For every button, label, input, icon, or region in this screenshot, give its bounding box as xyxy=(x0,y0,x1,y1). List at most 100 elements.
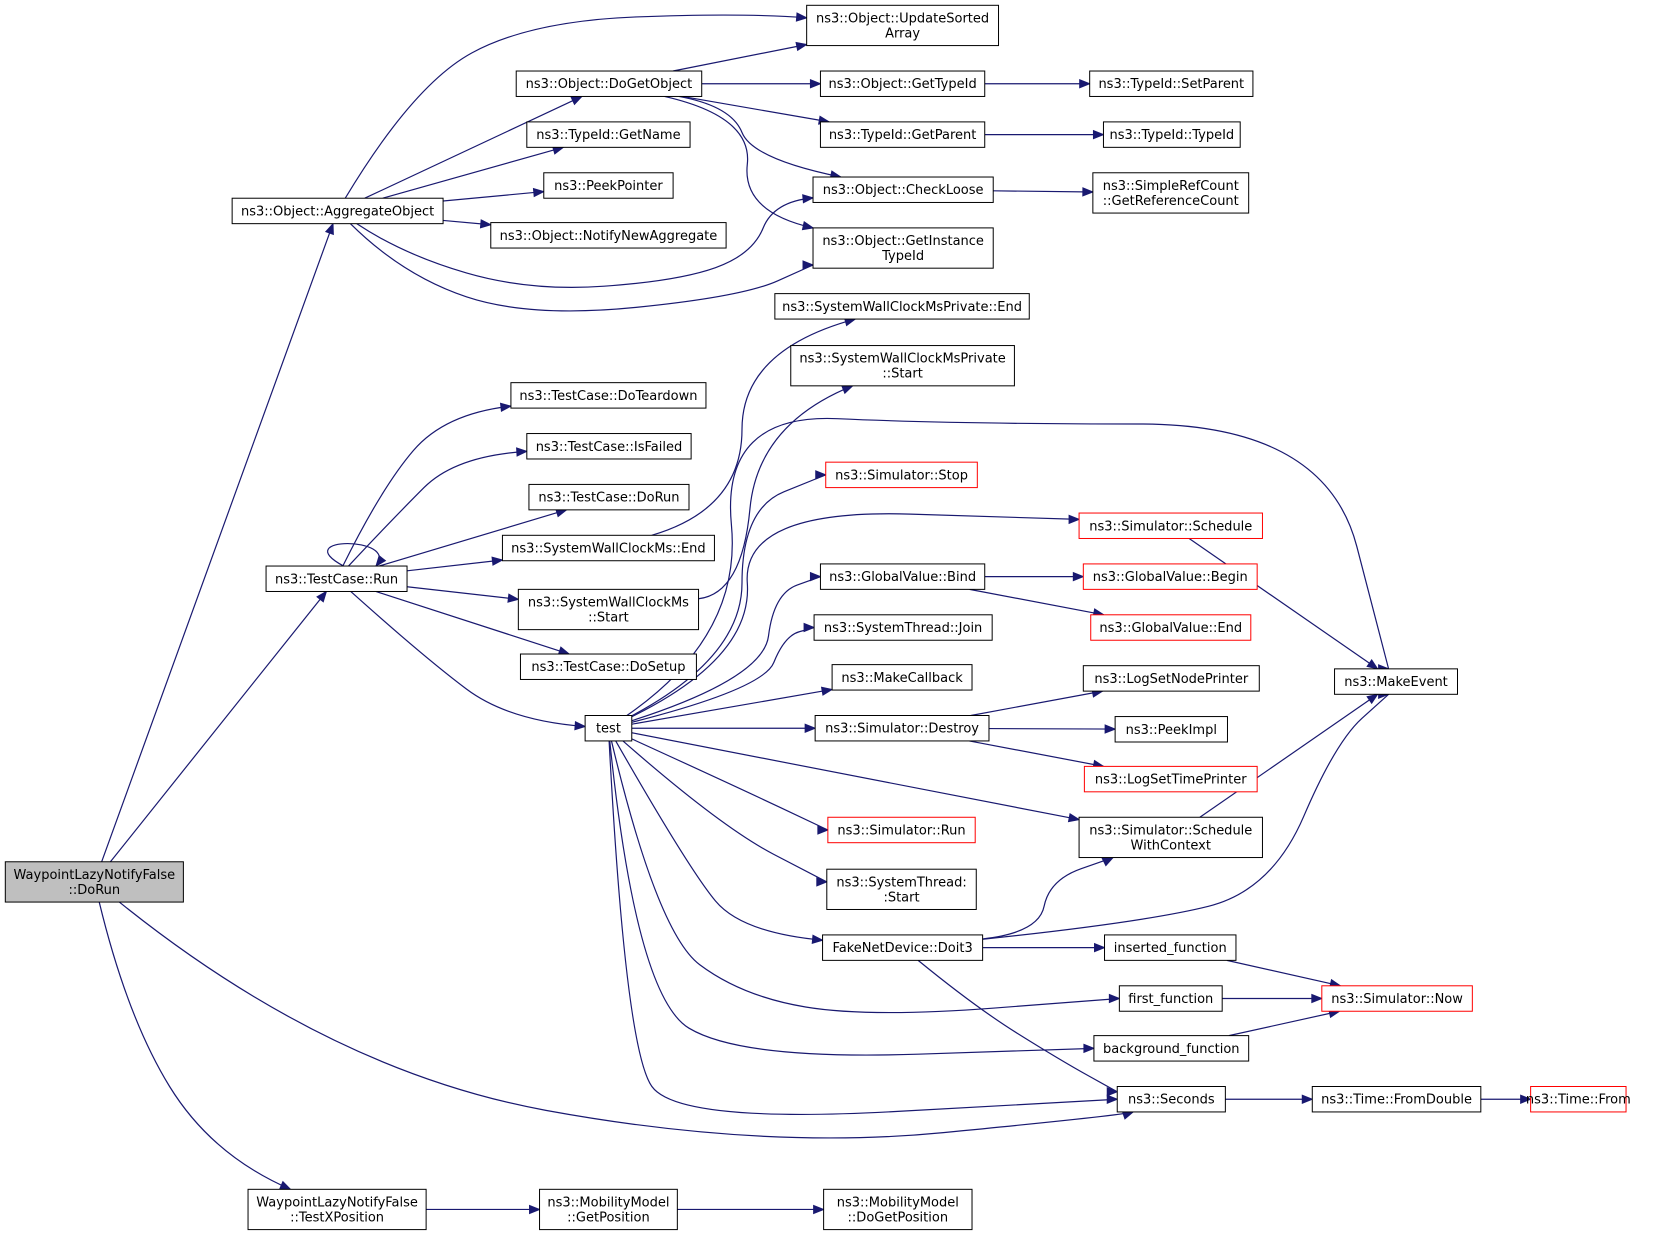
node-background[interactable]: background_function xyxy=(1093,1035,1250,1062)
node-getname[interactable]: ns3::TypeId::GetName xyxy=(526,121,691,148)
node-label: ns3::Object::DoGetObject xyxy=(526,77,693,92)
arrowhead-icon xyxy=(1106,1094,1119,1104)
node-getrefcount[interactable]: ns3::SimpleRefCount::GetReferenceCount xyxy=(1092,172,1250,214)
node-swcpstart[interactable]: ns3::SystemWallClockMsPrivate::Start xyxy=(790,345,1015,387)
node-makeevent[interactable]: ns3::MakeEvent xyxy=(1334,668,1459,695)
edge-line xyxy=(382,146,564,199)
node-checkloose[interactable]: ns3::Object::CheckLoose xyxy=(812,176,994,203)
node-box xyxy=(819,563,986,590)
node-logsetnode[interactable]: ns3::LogSetNodePrinter xyxy=(1082,665,1260,692)
node-label: ns3::MakeEvent xyxy=(1344,675,1448,690)
node-label: ns3::Object::AggregateObject xyxy=(241,204,434,219)
edge-test-to-ststart xyxy=(622,740,829,887)
node-box xyxy=(1321,985,1473,1012)
node-getpos[interactable]: ns3::MobilityModel::GetPosition xyxy=(539,1188,678,1231)
edge-gvbind-to-gvend xyxy=(969,588,1106,618)
node-label: ns3::SystemThread: xyxy=(836,875,966,890)
node-label: ns3::SimpleRefCount xyxy=(1103,179,1239,194)
node-doit3[interactable]: FakeNetDevice::Doit3 xyxy=(822,934,984,961)
arrowhead-icon xyxy=(375,554,387,568)
node-peekptr[interactable]: ns3::PeekPointer xyxy=(543,172,674,199)
node-tcdorun[interactable]: ns3::TestCase::DoRun xyxy=(528,483,690,511)
edge-dogetobj-to-getparent xyxy=(682,95,831,125)
node-gettypeid[interactable]: ns3::Object::GetTypeId xyxy=(819,70,986,97)
node-box xyxy=(526,121,691,148)
edge-tcrun-to-swcstart xyxy=(406,586,520,603)
node-getparent[interactable]: ns3::TypeId::GetParent xyxy=(819,121,986,148)
edge-simdestroy-to-peekimpl xyxy=(988,724,1117,734)
node-dogetpos[interactable]: ns3::MobilityModel::DoGetPosition xyxy=(823,1188,973,1231)
edge-line xyxy=(970,690,1103,717)
node-simsched[interactable]: ns3::Simulator::Schedule xyxy=(1078,512,1263,539)
node-swcpend[interactable]: ns3::SystemWallClockMsPrivate::End xyxy=(774,293,1030,320)
edge-line xyxy=(378,509,567,567)
node-tcsetup[interactable]: ns3::TestCase::DoSetup xyxy=(519,653,697,680)
edge-root-to-testx xyxy=(98,901,292,1190)
node-makecb[interactable]: ns3::MakeCallback xyxy=(831,664,973,691)
edge-aggregate-to-checkloose xyxy=(356,194,815,288)
node-simdestroy[interactable]: ns3::Simulator::Destroy xyxy=(814,715,990,742)
node-inserted[interactable]: inserted_function xyxy=(1104,934,1237,961)
node-gvbind[interactable]: ns3::GlobalValue::Bind xyxy=(819,563,986,590)
node-box xyxy=(501,534,715,562)
node-ststart[interactable]: ns3::SystemThread::Start xyxy=(826,868,977,910)
node-box xyxy=(1311,1086,1482,1113)
edge-test-to-simdestroy xyxy=(631,723,817,733)
node-isfailed[interactable]: ns3::TestCase::IsFailed xyxy=(526,433,692,460)
edge-line xyxy=(682,95,830,123)
edge-line xyxy=(375,590,570,655)
node-stjoin[interactable]: ns3::SystemThread::Join xyxy=(813,614,993,641)
node-timefrom[interactable]: ns3::Time::From xyxy=(1526,1086,1631,1113)
arrowhead-icon xyxy=(491,556,504,566)
node-label: test xyxy=(596,722,621,737)
node-notifynew[interactable]: ns3::Object::NotifyNewAggregate xyxy=(490,222,727,249)
edge-line xyxy=(350,591,586,728)
edge-line xyxy=(631,732,1080,821)
arrowhead-icon xyxy=(499,402,513,413)
node-typeid[interactable]: ns3::TypeId::TypeId xyxy=(1102,121,1241,148)
node-simnow[interactable]: ns3::Simulator::Now xyxy=(1321,985,1473,1012)
node-box xyxy=(812,176,994,203)
node-tcrun[interactable]: ns3::TestCase::Run xyxy=(265,565,408,592)
node-teardown[interactable]: ns3::TestCase::DoTeardown xyxy=(510,382,707,409)
node-root[interactable]: WaypointLazyNotifyFalse::DoRun xyxy=(4,861,184,903)
node-testx[interactable]: WaypointLazyNotifyFalse::TestXPosition xyxy=(247,1188,427,1231)
node-logsettime[interactable]: ns3::LogSetTimePrinter xyxy=(1083,765,1258,793)
nodes-layer: WaypointLazyNotifyFalse::DoRun ns3::Objec… xyxy=(4,4,1631,1231)
arrowhead-icon xyxy=(795,41,808,52)
node-box xyxy=(826,868,977,910)
edge-test-to-seconds xyxy=(608,740,1119,1116)
edge-testx-to-getpos xyxy=(426,1204,541,1215)
node-gvend[interactable]: ns3::GlobalValue::End xyxy=(1090,614,1252,641)
node-box xyxy=(1092,172,1250,214)
node-gvbegin[interactable]: ns3::GlobalValue::Begin xyxy=(1082,563,1258,590)
node-simrun[interactable]: ns3::Simulator::Run xyxy=(827,816,976,844)
node-seconds[interactable]: ns3::Seconds xyxy=(1116,1086,1226,1113)
node-fromdouble[interactable]: ns3::Time::FromDouble xyxy=(1311,1086,1482,1113)
node-simstop[interactable]: ns3::Simulator::Stop xyxy=(825,461,978,489)
node-first[interactable]: first_function xyxy=(1118,985,1223,1012)
node-box xyxy=(490,222,727,249)
edge-line xyxy=(342,405,511,567)
edge-line xyxy=(631,513,1080,718)
node-label: ns3::MakeCallback xyxy=(841,671,963,686)
node-test[interactable]: test xyxy=(584,715,633,742)
edge-line xyxy=(118,901,1134,1139)
edge-line xyxy=(101,223,334,862)
node-dogetobj[interactable]: ns3::Object::DoGetObject xyxy=(515,70,703,97)
node-swcstart[interactable]: ns3::SystemWallClockMs::Start xyxy=(517,588,700,631)
node-label: ns3::TestCase::DoTeardown xyxy=(519,389,697,404)
node-aggregate[interactable]: ns3::Object::AggregateObject xyxy=(231,197,444,225)
node-label: ::TestXPosition xyxy=(290,1210,384,1225)
node-peekimpl[interactable]: ns3::PeekImpl xyxy=(1114,716,1228,743)
node-box xyxy=(1093,1035,1250,1062)
edge-line xyxy=(1199,693,1378,818)
node-setparent[interactable]: ns3::TypeId::SetParent xyxy=(1089,70,1254,97)
node-box xyxy=(1114,716,1228,743)
node-label: ns3::TypeId::TypeId xyxy=(1109,128,1234,143)
node-label: inserted_function xyxy=(1114,941,1227,956)
node-swcend[interactable]: ns3::SystemWallClockMs::End xyxy=(501,534,715,562)
